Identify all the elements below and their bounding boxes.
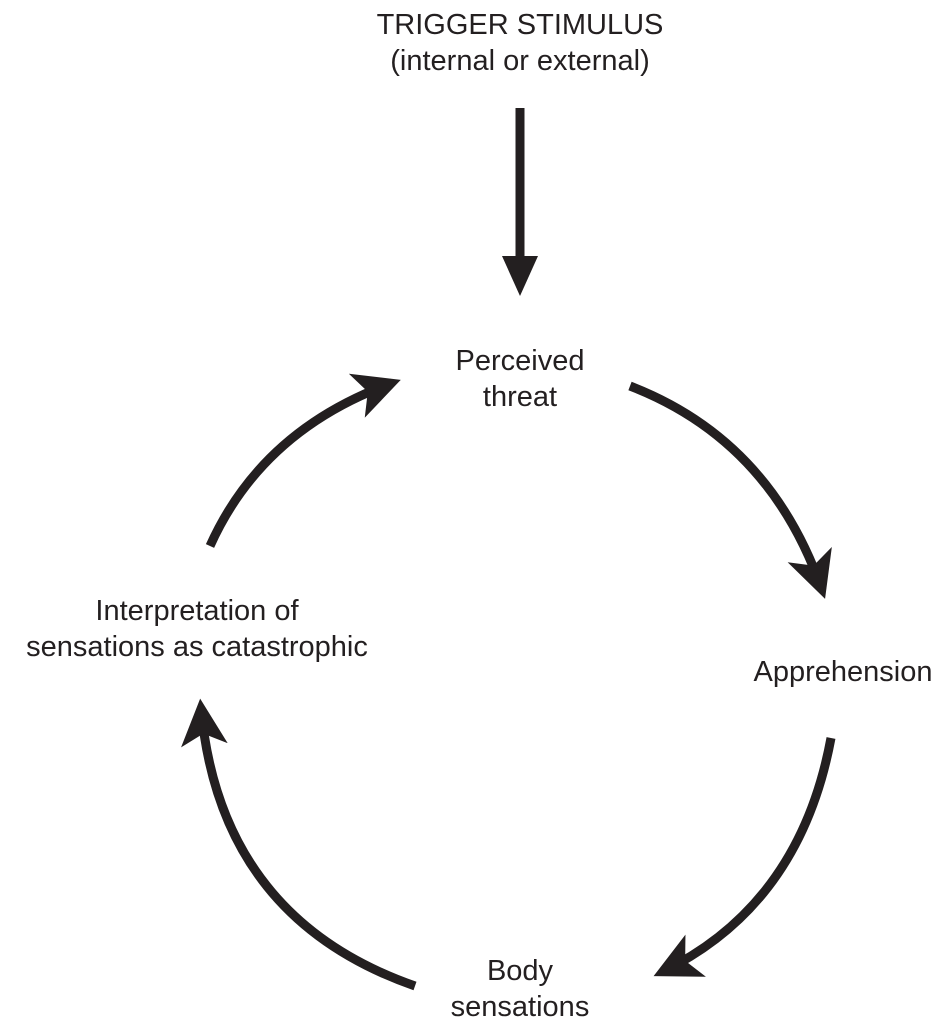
node-apprehension: Apprehension (754, 654, 933, 690)
node-interpretation-line1: Interpretation of (95, 595, 299, 627)
node-perceived-threat-line2: threat (482, 381, 558, 413)
arrow-interpretation-to-perceived-threat (205, 373, 401, 548)
node-body-sensations: Body sensations (451, 953, 590, 1025)
arrow-body-sensations-to-interpretation (181, 698, 417, 991)
node-interpretation-line2: sensations as catastrophic (26, 631, 368, 663)
trigger-line2: (internal or external) (390, 45, 650, 77)
arrowhead-trigger (502, 256, 538, 296)
node-body-sensations-line2: sensations (450, 991, 590, 1023)
node-interpretation: Interpretation of sensations as catastro… (26, 593, 368, 665)
node-body-sensations-line1: Body (486, 955, 554, 987)
trigger-stimulus-label: TRIGGER STIMULUS (internal or external) (377, 7, 664, 79)
node-perceived-threat-line1: Perceived (455, 345, 585, 377)
arrow-perceived-threat-to-apprehension (628, 381, 832, 599)
node-perceived-threat: Perceived threat (456, 343, 585, 415)
arrow-apprehension-to-body-sensations (653, 737, 836, 977)
node-apprehension-line1: Apprehension (753, 656, 933, 688)
trigger-line1: TRIGGER STIMULUS (376, 9, 664, 41)
